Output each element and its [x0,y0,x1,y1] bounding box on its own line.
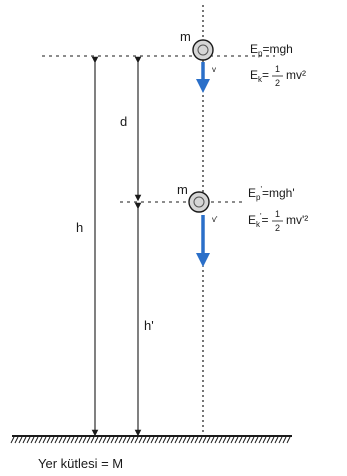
earth-mass-label: Yer kütlesi = M [38,456,123,471]
svg-text:mv'²: mv'² [286,213,308,227]
velocity-label-top: v [212,65,216,74]
svg-text:2: 2 [275,78,280,88]
label-d: d [120,114,127,129]
label-h: h [76,220,83,235]
mass-label-mid: m [177,182,188,197]
ball-top [192,39,214,61]
label-h-prime: h' [144,318,154,333]
mass-label-top: m [180,29,191,44]
ground-hatching [10,436,291,444]
velocity-label-mid: v' [212,215,218,224]
svg-text:Ek=: Ek= [250,68,269,84]
ball-mid [188,191,210,213]
svg-text:1: 1 [275,209,280,219]
svg-text:Ep'=mgh': Ep'=mgh' [248,185,295,202]
formulas-mid: Ep'=mgh' Ek'= 1 2 mv'² [248,185,308,233]
svg-text:mv²: mv² [286,68,306,82]
svg-text:1: 1 [275,64,280,74]
svg-text:2: 2 [275,223,280,233]
svg-text:Ep=mgh: Ep=mgh [250,42,293,58]
svg-text:Ek'=: Ek'= [248,212,269,229]
formulas-top: Ep=mgh Ek= 1 2 mv² [250,42,306,88]
